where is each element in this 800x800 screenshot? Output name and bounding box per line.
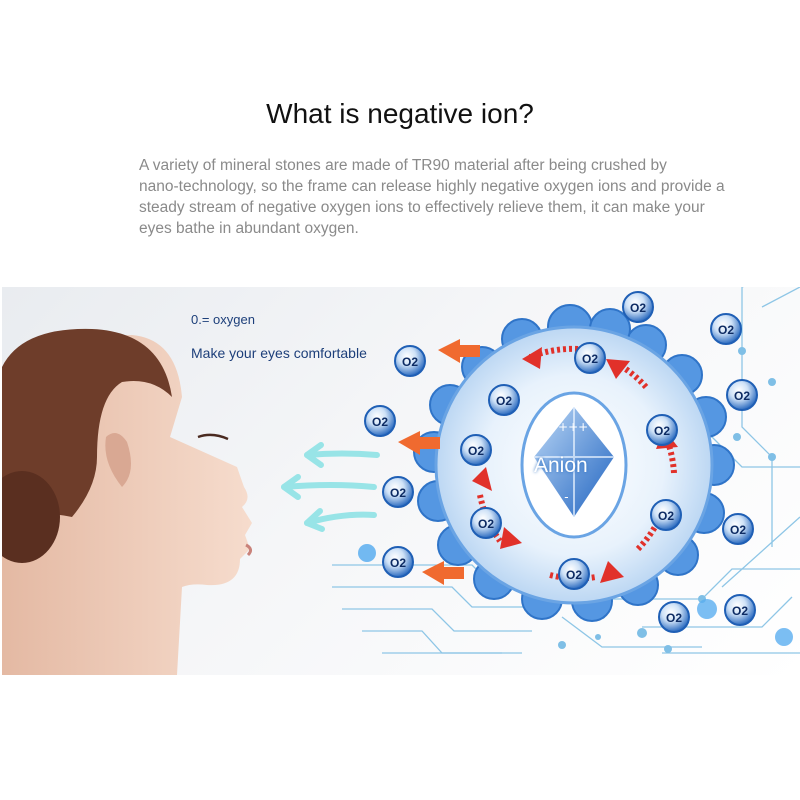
o2-molecule-icon: O2 (724, 594, 756, 626)
o2-molecule-icon: O2 (646, 414, 678, 446)
o2-label: O2 (658, 509, 674, 523)
o2-molecule-icon: O2 (382, 546, 414, 578)
o2-molecule-icon: O2 (394, 345, 426, 377)
comfort-caption: Make your eyes comfortable (191, 345, 367, 361)
o2-molecule-icon: O2 (382, 476, 414, 508)
o2-label: O2 (496, 394, 512, 408)
o2-label: O2 (666, 611, 682, 625)
air-streams (281, 442, 380, 532)
o2-label: O2 (390, 486, 406, 500)
description-line: steady stream of negative oxygen ions to… (139, 199, 705, 216)
o2-label: O2 (582, 352, 598, 366)
o2-molecule-icon: O2 (558, 558, 590, 590)
o2-label: O2 (468, 444, 484, 458)
o2-molecule-icon: O2 (650, 499, 682, 531)
o2-molecule-icon: O2 (710, 313, 742, 345)
o2-molecule-icon: O2 (364, 405, 396, 437)
description: A variety of mineral stones are made of … (139, 155, 789, 239)
outward-arrows (398, 339, 480, 585)
o2-molecule-icon: O2 (574, 342, 606, 374)
anion-label: Anion (534, 454, 588, 477)
o2-label: O2 (732, 604, 748, 618)
woman-figure (2, 328, 253, 675)
svg-text:++++: ++++ (548, 420, 588, 434)
o2-molecule-icon: O2 (726, 379, 758, 411)
description-line: A variety of mineral stones are made of … (139, 157, 667, 174)
page-title: What is negative ion? (266, 98, 534, 129)
o2-label: O2 (654, 424, 670, 438)
description-line: nano-technology, so the frame can releas… (139, 178, 725, 195)
oxygen-legend: 0.= oxygen (191, 312, 255, 327)
o2-label: O2 (402, 355, 418, 369)
svg-text:- - -: - - - (548, 490, 569, 504)
o2-molecule-icon: O2 (658, 601, 690, 633)
o2-molecule-icon: O2 (622, 291, 654, 323)
o2-molecule-icon: O2 (488, 384, 520, 416)
o2-molecule-icon: O2 (460, 434, 492, 466)
crystal-icon: ++++ - - - (534, 407, 614, 517)
o2-label: O2 (718, 323, 734, 337)
o2-molecule-icon: O2 (722, 513, 754, 545)
o2-label: O2 (734, 389, 750, 403)
o2-label: O2 (390, 556, 406, 570)
o2-label: O2 (566, 568, 582, 582)
description-line: eyes bathe in abundant oxygen. (139, 220, 359, 237)
o2-label: O2 (630, 301, 646, 315)
o2-label: O2 (478, 517, 494, 531)
o2-molecule-icon: O2 (470, 507, 502, 539)
o2-label: O2 (372, 415, 388, 429)
o2-label: O2 (730, 523, 746, 537)
